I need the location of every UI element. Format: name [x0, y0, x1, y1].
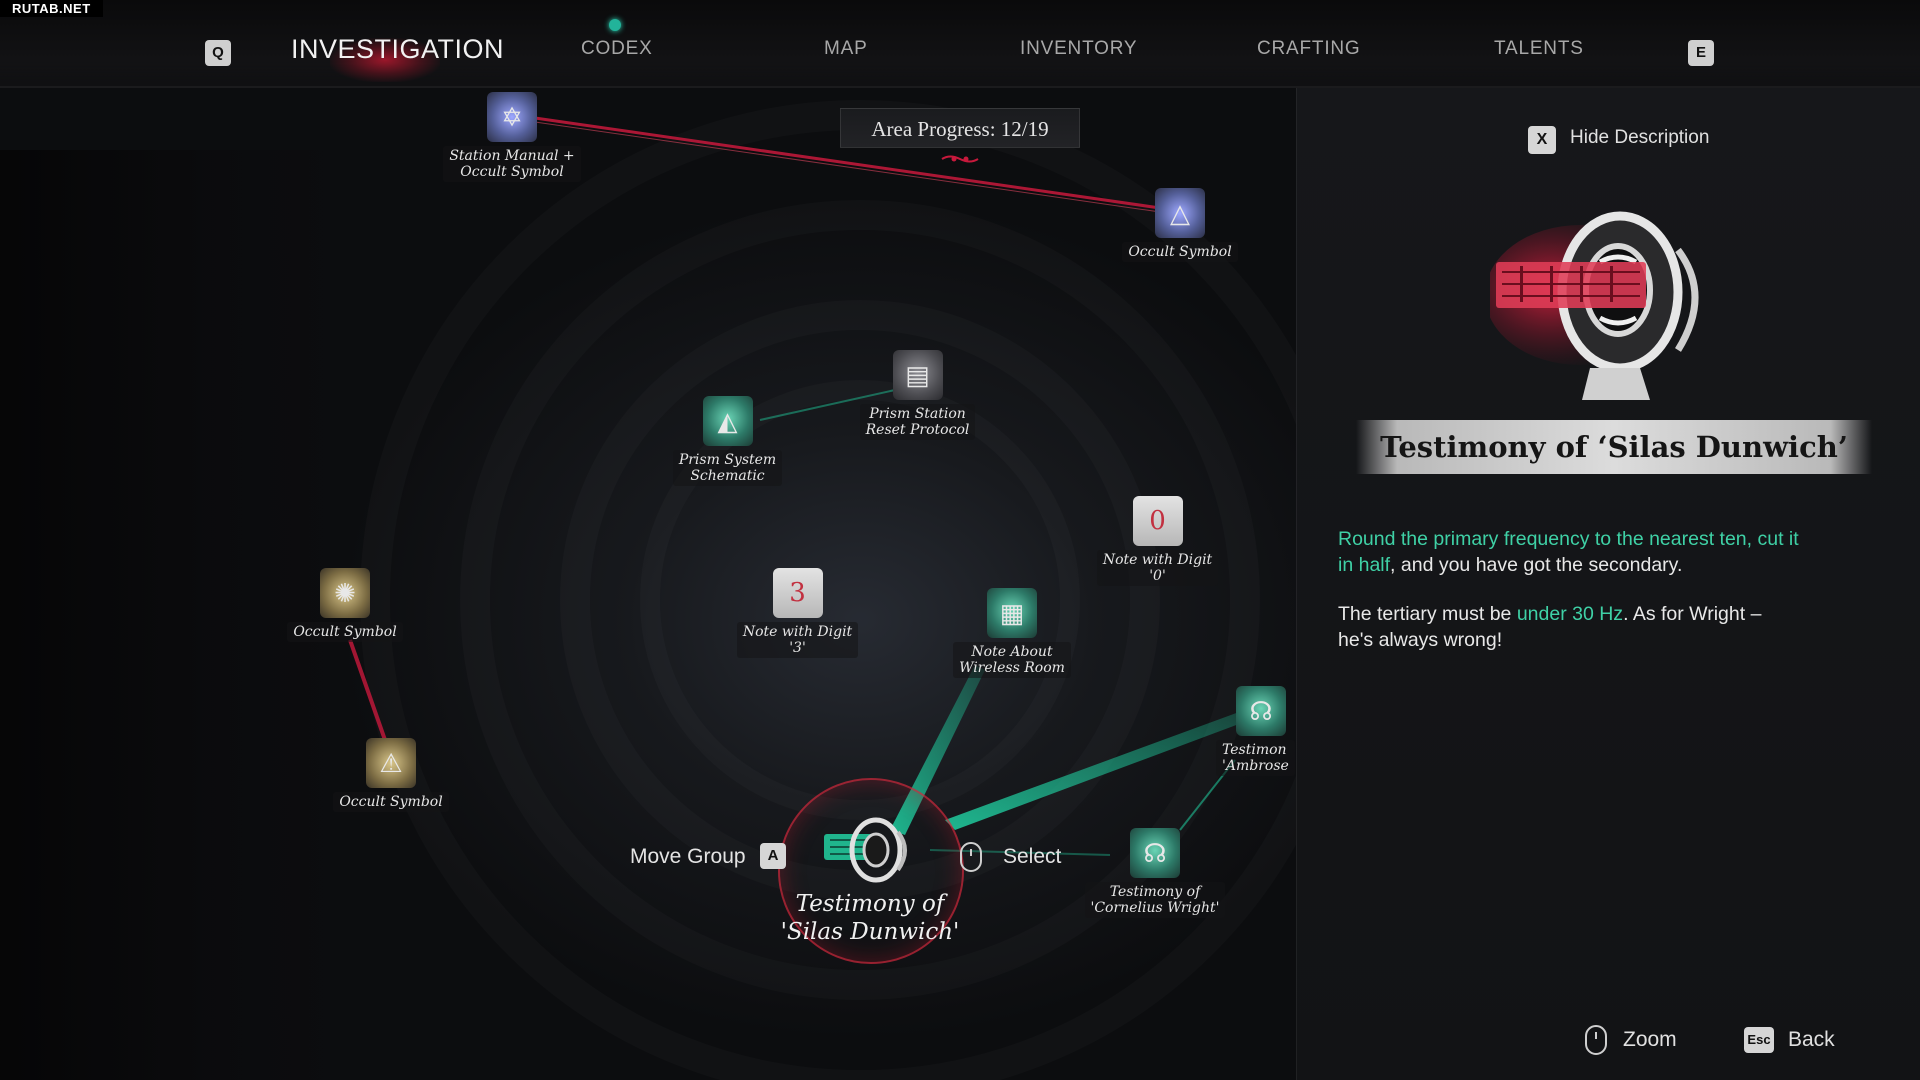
prism-icon: ◭: [702, 396, 753, 446]
node-label-line1: Note with Digit: [1102, 552, 1213, 568]
node-testimony-cornelius[interactable]: ☊ Testimony of'Cornelius Wright': [1080, 828, 1230, 918]
mouse-wheel-icon: [1585, 1025, 1607, 1055]
tab-talents[interactable]: TALENTS: [1494, 38, 1584, 59]
selection-ring: [778, 778, 964, 964]
document-icon: ▤: [892, 350, 943, 400]
node-label: Occult Symbol: [333, 792, 449, 812]
node-occult-symbol-top[interactable]: △ Occult Symbol: [1110, 188, 1250, 262]
hide-description-key[interactable]: X: [1528, 126, 1556, 154]
node-note-digit-0[interactable]: 0 Note with Digit'0': [1090, 496, 1225, 586]
node-occult-symbol-left-1[interactable]: ✺ Occult Symbol: [280, 568, 410, 642]
link-manual-to-occult-2: [534, 121, 1161, 213]
new-entry-dot-icon: [609, 19, 621, 31]
node-label-line1: Station Manual +: [449, 148, 575, 164]
entry-title: Testimony of ‘Silas Dunwich’: [1356, 420, 1872, 474]
node-label-line1: Prism System: [678, 452, 777, 468]
tab-investigation[interactable]: INVESTIGATION: [291, 34, 505, 64]
radio-note-icon: ▦: [987, 588, 1037, 638]
move-group-key[interactable]: A: [760, 843, 786, 869]
description-text: he's always wrong!: [1338, 629, 1503, 651]
node-label-line1: Testimony of: [1109, 884, 1201, 900]
screaming-head-icon[interactable]: [820, 812, 920, 888]
description-text: The tertiary must be: [1338, 603, 1517, 625]
occult-seal-icon: ✺: [320, 568, 370, 618]
active-tab-glow: [330, 38, 440, 82]
testimony-icon: ☊: [1130, 828, 1180, 878]
description-paragraph-1: Round the primary frequency to the neare…: [1338, 526, 1808, 578]
note-icon: 0: [1132, 496, 1183, 546]
tab-map[interactable]: MAP: [824, 38, 868, 59]
selected-label-line2: 'Silas Dunwich': [780, 919, 960, 945]
mouse-icon: [960, 842, 982, 872]
next-tab-key[interactable]: E: [1688, 40, 1714, 66]
node-station-manual[interactable]: ✡ Station Manual +Occult Symbol: [432, 92, 592, 182]
description-paragraph-2: The tertiary must be under 30 Hz. As for…: [1338, 601, 1808, 653]
triangle-sigil-icon: △: [1155, 188, 1205, 238]
node-label-line1: Prism Station: [869, 406, 966, 422]
description-text: . As for Wright –: [1623, 603, 1762, 625]
link-manual-to-occult: [534, 116, 1161, 210]
occult-star-icon: ✡: [487, 92, 537, 142]
selected-label-line1: Testimony of: [795, 891, 945, 917]
node-label-line1: Note with Digit: [742, 624, 853, 640]
node-label-line1: Note About: [971, 644, 1053, 660]
hide-description-label[interactable]: Hide Description: [1570, 127, 1710, 148]
node-label-line2: '0': [1149, 568, 1166, 584]
link-left-occults: [348, 639, 387, 741]
node-label-line2: '3': [789, 640, 806, 656]
node-label: Occult Symbol: [287, 622, 403, 642]
node-label-line2: Occult Symbol: [460, 164, 564, 180]
ornament-icon: [941, 155, 979, 163]
highlight-text: Round the primary frequency to the neare…: [1338, 528, 1799, 576]
node-label-line2: Schematic: [690, 468, 765, 484]
prev-tab-key[interactable]: Q: [205, 40, 231, 66]
area-progress: Area Progress: 12/19: [840, 108, 1080, 148]
node-label-line2: 'Cornelius Wright': [1090, 900, 1220, 916]
triangle-seal-icon: ⚠: [366, 738, 416, 788]
link-selected-to-ambrose: [945, 708, 1255, 830]
node-label-line2: Reset Protocol: [865, 422, 970, 438]
top-navigation: RUTAB.NET Q INVESTIGATION CODEX MAP INVE…: [0, 0, 1920, 88]
tab-inventory[interactable]: INVENTORY: [1020, 38, 1138, 59]
back-key[interactable]: Esc: [1744, 1027, 1774, 1053]
watermark: RUTAB.NET: [0, 0, 103, 17]
node-note-digit-3[interactable]: 3 Note with Digit'3': [730, 568, 865, 658]
building-silhouette: [0, 150, 340, 1080]
select-hint: Select: [1003, 845, 1062, 868]
link-prism: [759, 389, 896, 421]
tab-crafting[interactable]: CRAFTING: [1257, 38, 1361, 59]
node-testimony-ambrose[interactable]: ☊ Testimon'Ambrose: [1216, 686, 1296, 776]
testimony-icon: ☊: [1236, 686, 1286, 736]
node-occult-symbol-left-2[interactable]: ⚠ Occult Symbol: [326, 738, 456, 812]
tab-codex[interactable]: CODEX: [581, 38, 653, 59]
screaming-head-icon: [1490, 211, 1699, 400]
node-label-line2: Wireless Room: [959, 660, 1065, 676]
move-group-hint: Move Group: [630, 845, 746, 868]
note-icon: 3: [772, 568, 823, 618]
zoom-hint: Zoom: [1623, 1028, 1677, 1051]
description-text: , and you have got the secondary.: [1390, 554, 1683, 576]
highlight-text: under 30 Hz: [1516, 603, 1624, 625]
back-hint[interactable]: Back: [1788, 1028, 1835, 1051]
selected-node-label: Testimony of 'Silas Dunwich': [760, 890, 980, 946]
node-label: Occult Symbol: [1122, 242, 1238, 262]
node-label-line1: Testimon: [1222, 742, 1287, 758]
node-label-line2: 'Ambrose: [1222, 758, 1289, 774]
